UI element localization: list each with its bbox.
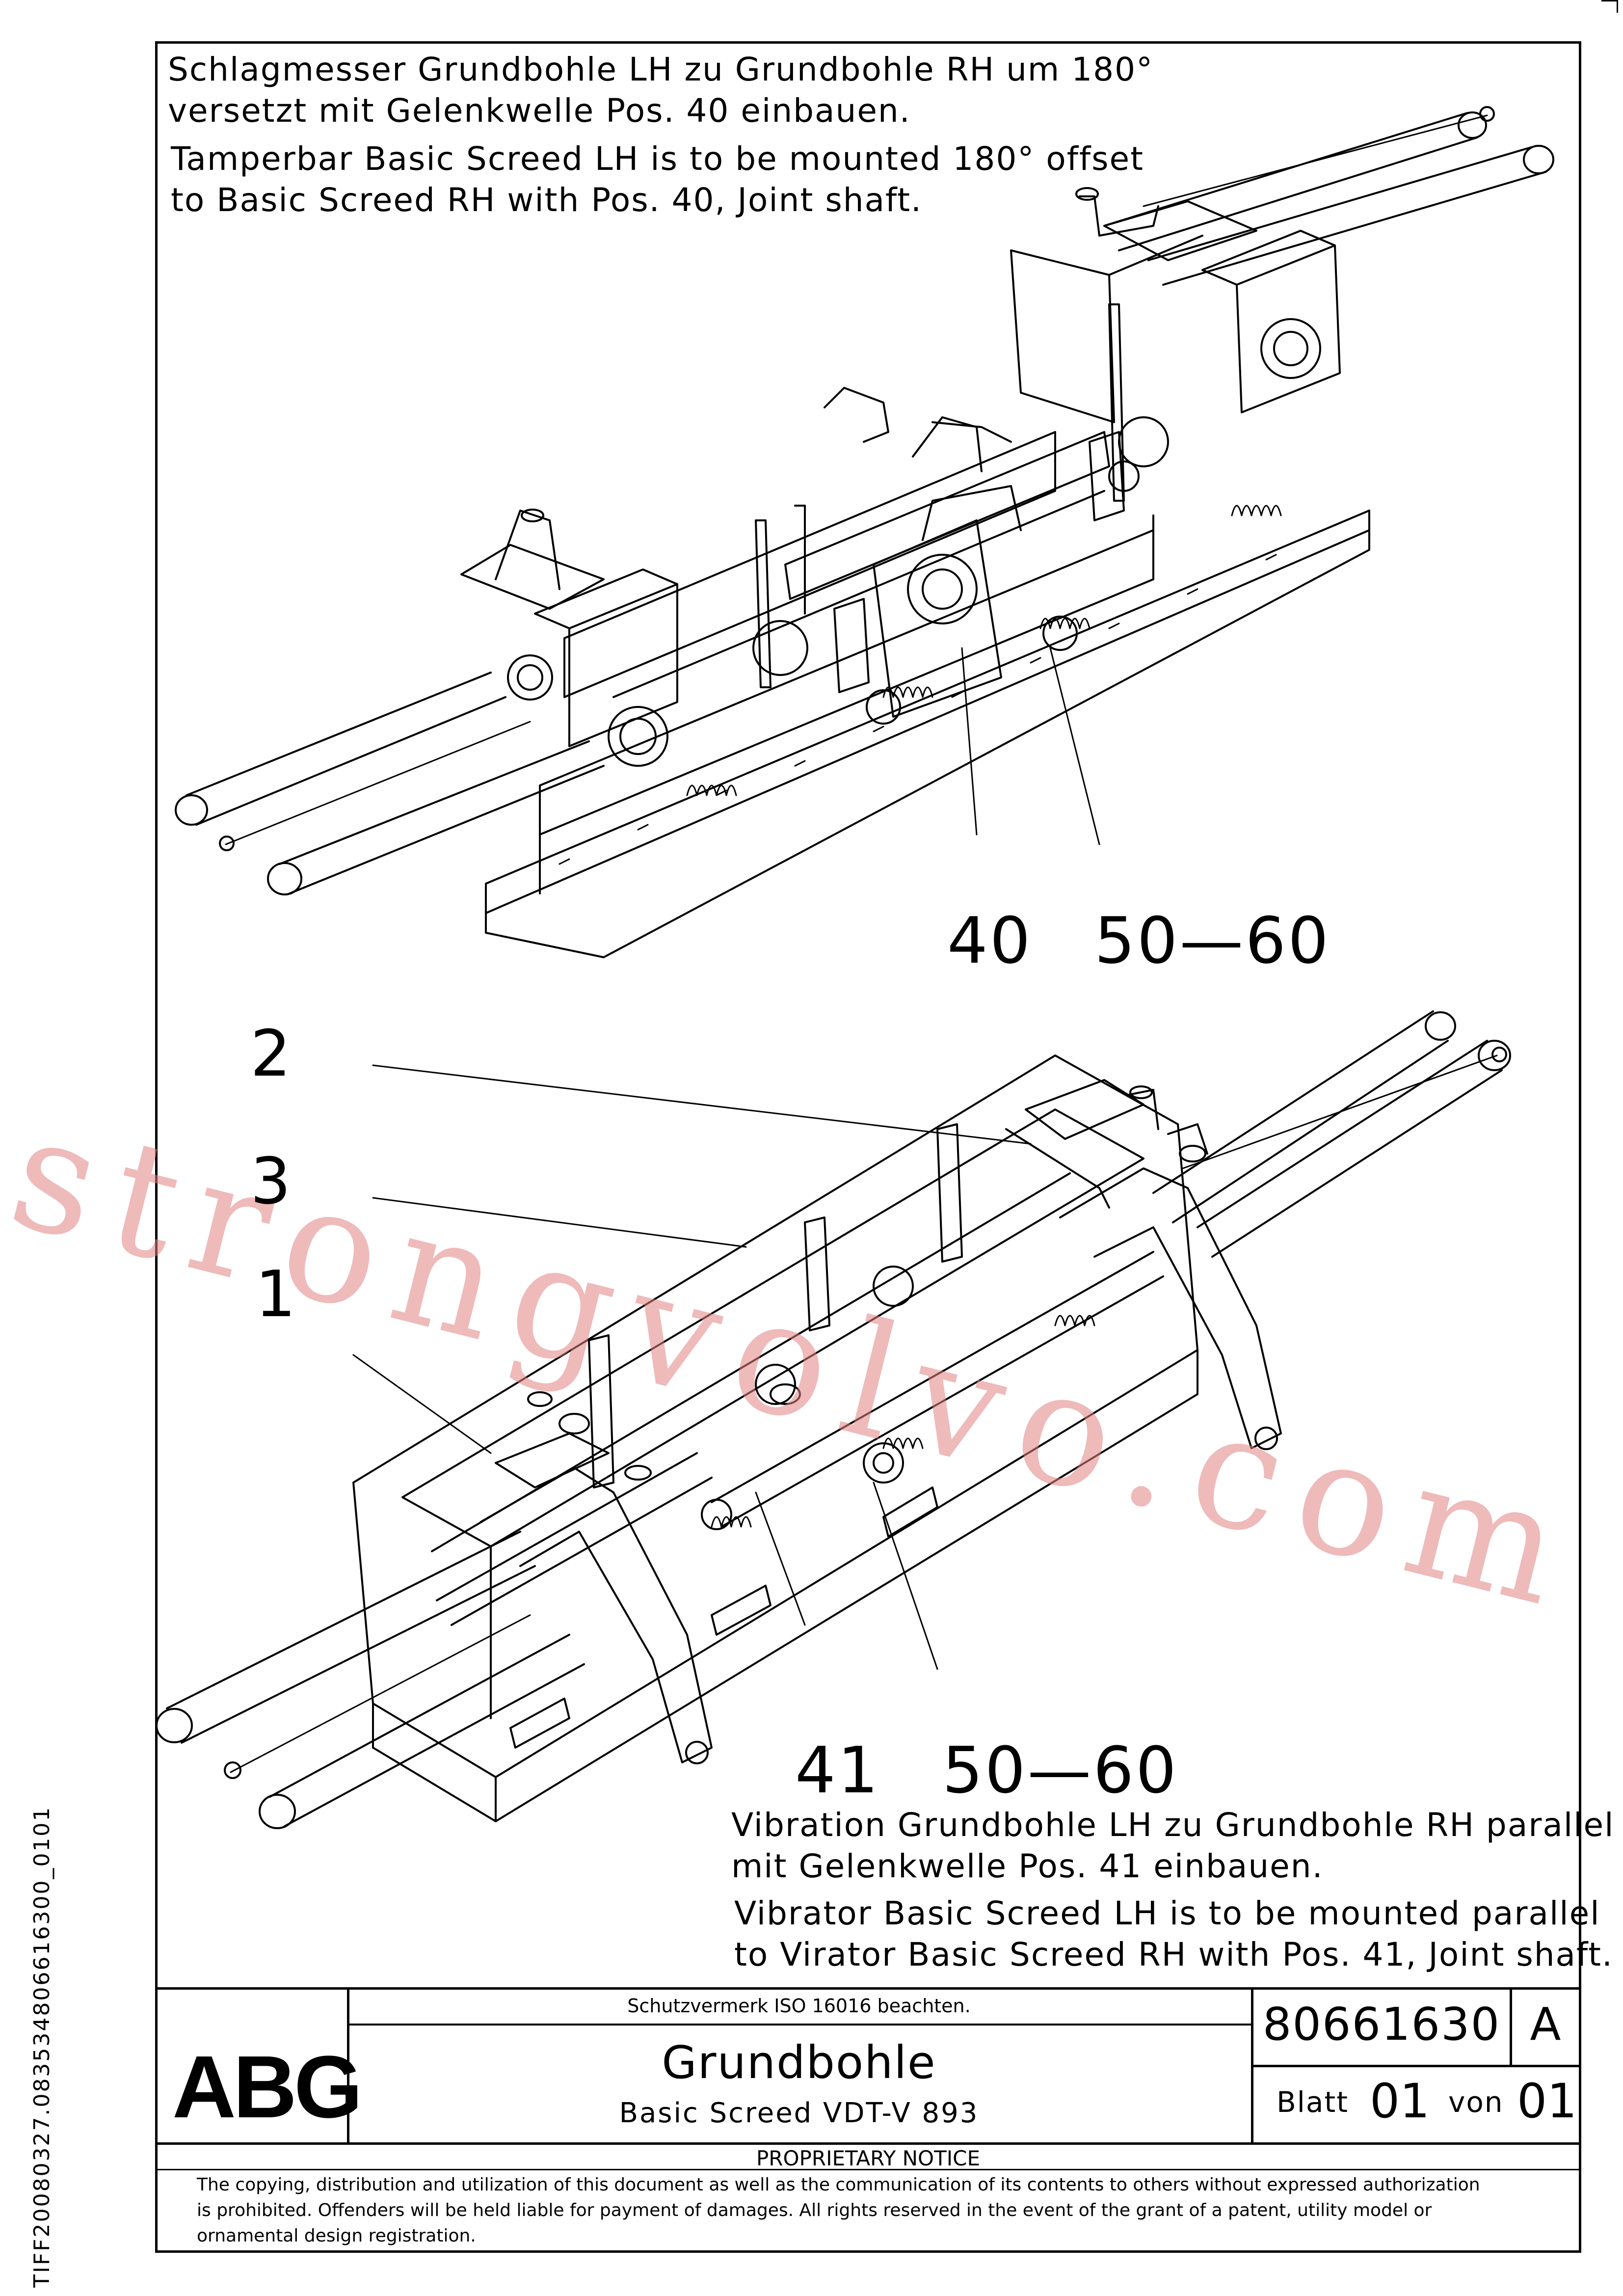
note-top-en-line1: Tamperbar Basic Screed LH is to be mount… (171, 140, 1144, 178)
callout-41: 41 (795, 1733, 880, 1808)
proprietary-notice-line2: is prohibited. Offenders will be held li… (197, 2200, 1432, 2220)
callout-3: 3 (250, 1144, 293, 1218)
proprietary-notice-line1: The copying, distribution and utilizatio… (197, 2175, 1480, 2195)
note-bottom-de-line1: Vibration Grundbohle LH zu Grundbohle RH… (731, 1806, 1615, 1844)
note-top-en-line2: to Basic Screed RH with Pos. 40, Joint s… (171, 181, 922, 219)
sheet-total: 01 (1517, 2074, 1577, 2129)
callout-50-60-top: 50—60 (1094, 903, 1330, 978)
callout-1: 1 (255, 1257, 298, 1331)
callout-40: 40 (947, 903, 1033, 978)
proprietary-notice-line3: ornamental design registration. (197, 2226, 476, 2246)
drawing-title: Grundbohle (662, 2036, 936, 2089)
abg-logo: ABG (172, 2038, 363, 2136)
sheet-label: Blatt (1277, 2085, 1349, 2119)
revision-letter: A (1530, 1998, 1561, 2051)
title-block: ABG Schutzvermerk ISO 16016 beachten. Gr… (158, 1987, 1579, 2250)
note-bottom-de-line2: mit Gelenkwelle Pos. 41 einbauen. (731, 1847, 1324, 1885)
bottom-screed-assembly (156, 1010, 1511, 1829)
protection-note: Schutzvermerk ISO 16016 beachten. (627, 1995, 971, 2017)
note-bottom-en-line1: Vibrator Basic Screed LH is to be mounte… (734, 1894, 1600, 1932)
sheet-number: 01 (1370, 2074, 1430, 2129)
proprietary-notice-title: PROPRIETARY NOTICE (756, 2146, 980, 2170)
note-top-de-line2: versetzt mit Gelenkwelle Pos. 40 einbaue… (168, 92, 911, 130)
drawing-frame (155, 41, 1581, 2253)
drawing-number: 80661630 (1262, 1998, 1501, 2051)
note-top-de-line1: Schlagmesser Grundbohle LH zu Grundbohle… (168, 51, 1154, 88)
note-bottom-en-line2: to Virator Basic Screed RH with Pos. 41,… (734, 1936, 1613, 1973)
of-label: von (1448, 2085, 1504, 2119)
top-screed-assembly (175, 106, 1554, 958)
callout-2: 2 (250, 1016, 293, 1091)
callout-50-60-bottom: 50—60 (942, 1733, 1178, 1808)
drawing-subtitle: Basic Screed VDT-V 893 (619, 2097, 979, 2129)
sheet-corner-mark (1601, 0, 1618, 13)
